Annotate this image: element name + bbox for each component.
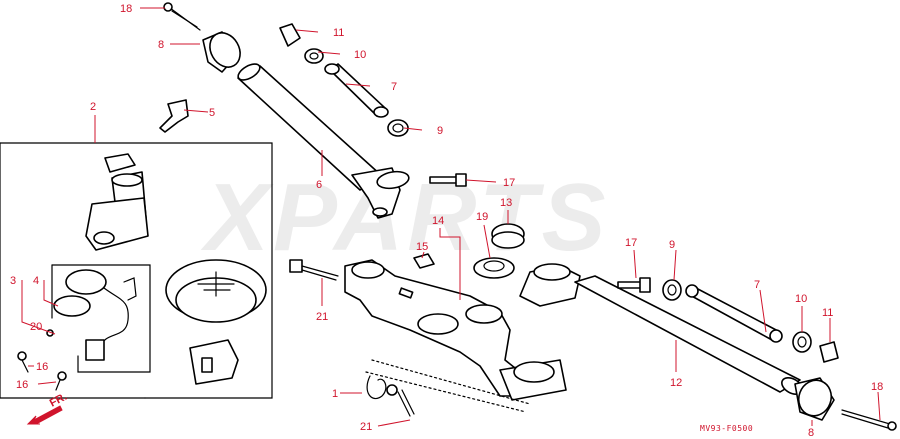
callout-11-lower: 11 <box>822 307 833 319</box>
right-handlebar <box>519 263 803 395</box>
screw-16a <box>17 351 29 373</box>
callout-18-upper: 18 <box>120 3 132 15</box>
stem-cap <box>491 223 525 249</box>
callout-12: 12 <box>670 377 682 389</box>
nut-lower <box>662 279 682 301</box>
callout-10-lower: 10 <box>795 293 807 305</box>
switch-bracket <box>189 339 239 385</box>
callout-20: 20 <box>30 321 42 333</box>
callout-13: 13 <box>500 197 512 209</box>
screw-upper <box>163 2 201 31</box>
callout-4: 4 <box>33 275 39 287</box>
switch-contact-unit <box>53 269 137 361</box>
callout-labels: 18 8 11 10 7 9 2 5 6 17 14 19 13 15 17 9… <box>10 3 883 439</box>
ignition-switch <box>85 153 149 251</box>
callout-16-b: 16 <box>16 379 28 391</box>
callout-9-lower: 9 <box>669 239 675 251</box>
callout-17-lower: 17 <box>625 237 637 249</box>
callout-5: 5 <box>209 107 215 119</box>
callout-leaders <box>21 7 881 427</box>
grip-end-weight-left <box>202 31 241 73</box>
callout-1: 1 <box>332 388 338 400</box>
callout-6: 6 <box>316 179 322 191</box>
collar-lower <box>792 331 812 353</box>
callout-8-upper: 8 <box>158 39 164 51</box>
switch-cover-cap <box>165 259 267 323</box>
front-label: FR. <box>48 391 69 410</box>
callout-8-lower: 8 <box>808 427 814 439</box>
hose-clip <box>366 375 398 400</box>
screw-16b <box>55 371 67 391</box>
callout-10-upper: 10 <box>354 49 366 61</box>
callout-7-upper: 7 <box>391 81 397 93</box>
assembly-guides <box>365 359 531 413</box>
top-bridge <box>344 259 567 401</box>
callout-7-lower: 7 <box>754 279 760 291</box>
callout-16-a: 16 <box>36 361 48 373</box>
callout-19: 19 <box>476 211 488 223</box>
ignition-key <box>159 99 189 133</box>
bolt-21-left <box>289 259 339 281</box>
callout-14: 14 <box>432 215 444 227</box>
bar-stopper-lower <box>685 284 783 343</box>
front-direction-arrow: FR. <box>26 391 69 425</box>
callout-9-upper: 9 <box>437 125 443 137</box>
callout-18-lower: 18 <box>871 381 883 393</box>
grip-end-weight-right <box>794 377 835 421</box>
callout-3: 3 <box>10 275 16 287</box>
screw-lower <box>841 409 897 431</box>
callout-15: 15 <box>416 241 428 253</box>
stem-nut <box>473 257 515 279</box>
bolt-21-lower <box>397 389 415 417</box>
collar-upper <box>304 48 324 64</box>
callout-17-upper: 17 <box>503 177 515 189</box>
bolt-lower <box>617 277 651 293</box>
left-handlebar <box>237 63 410 219</box>
diagram-code: MV93-F0500 <box>700 424 753 433</box>
inner-switch-frame <box>51 264 151 373</box>
callout-11-upper: 11 <box>333 27 344 39</box>
callout-2: 2 <box>90 101 96 113</box>
clip-lower <box>819 341 839 363</box>
callout-21-lower: 21 <box>360 421 372 433</box>
ignition-switch-assembly-frame <box>0 142 273 399</box>
bar-stopper-upper <box>324 63 389 118</box>
callout-21-upper: 21 <box>316 311 328 323</box>
arrow-icon <box>26 405 63 425</box>
clip-upper <box>279 23 301 47</box>
